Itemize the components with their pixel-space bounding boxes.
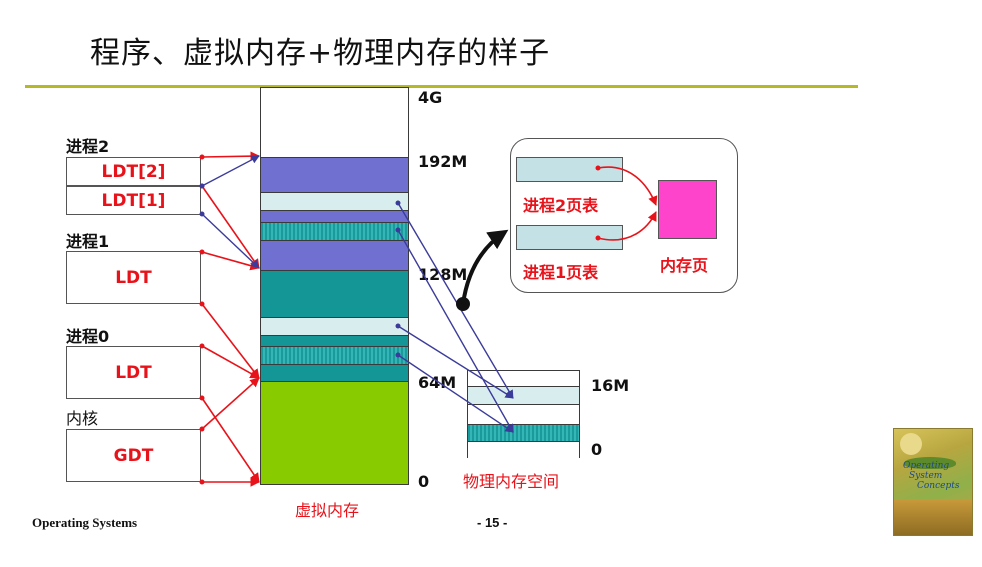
vm-addr-128m: 128M	[418, 265, 468, 284]
footer-course-name: Operating Systems	[32, 515, 138, 530]
vm-addr-0: 0	[418, 472, 430, 491]
kernel-gdt-box: GDT	[66, 429, 201, 482]
pm-bottom-area	[468, 441, 579, 458]
arrow-p1-ldt-top	[201, 251, 260, 271]
vm-addr-4g: 4G	[418, 88, 443, 107]
book-cover-ground	[894, 499, 972, 535]
vm-caption: 虚拟内存	[295, 501, 360, 520]
callout-pointer-arrow	[456, 229, 509, 311]
book-cover-sun	[900, 433, 922, 455]
red-segment-arrows	[199, 151, 260, 487]
vm-kernel-segment	[261, 381, 408, 484]
process1-page-table-box	[516, 225, 623, 250]
pm-addr-0: 0	[591, 440, 603, 459]
vm-process1-mapped-page-2	[261, 346, 408, 364]
vm-process2-segment-mid	[261, 210, 408, 222]
memory-page-label: 内存页	[660, 256, 709, 275]
book-cover-title: Operating System Concepts	[903, 461, 960, 491]
arrow-p1-ldt-bottom	[201, 303, 260, 379]
process2-label: 进程2	[66, 137, 110, 156]
process1-page-table-label: 进程1页表	[523, 263, 599, 282]
blue-ldt-arrows	[199, 155, 260, 269]
book-cover-dino	[904, 457, 956, 469]
vm-process1-segment-mid	[261, 335, 408, 346]
virtual-memory-column	[260, 87, 409, 485]
book-cover-image: Operating System Concepts	[893, 428, 973, 536]
slide-title: 程序、虚拟内存+物理内存的样子	[90, 36, 551, 71]
vm-process1-segment	[261, 270, 408, 317]
vm-process2-mapped-page-2	[261, 222, 408, 240]
vm-addr-192m: 192M	[418, 152, 468, 171]
vm-process2-segment-bottom	[261, 240, 408, 270]
arrow-ldt2-to-192m	[201, 151, 260, 161]
process1-ldt-box: LDT	[66, 251, 201, 304]
process0-label: 进程0	[66, 327, 110, 346]
vm-process2-segment-top	[261, 157, 408, 192]
vm-process2-mapped-page-1	[261, 192, 408, 210]
arrow-gdt-top	[201, 377, 260, 430]
process2-ldt2-box: LDT[2]	[66, 157, 201, 186]
process1-label: 进程1	[66, 232, 110, 251]
memory-page-box	[658, 180, 717, 239]
page-table-to-page-arrows	[595, 165, 658, 241]
arrow-p0-ldt-bottom	[201, 397, 260, 483]
vm-process1-mapped-page-1	[261, 317, 408, 335]
process0-ldt-box: LDT	[66, 346, 201, 399]
arrow-ldt1-to-128m	[201, 185, 260, 269]
pm-free-area	[468, 404, 579, 424]
pm-caption: 物理内存空间	[463, 472, 560, 491]
footer-page-number: - 15 -	[477, 515, 508, 530]
process2-page-table-label: 进程2页表	[523, 196, 599, 215]
arrow-p0-ldt-top	[201, 345, 260, 379]
page-mapping-arrows	[395, 200, 514, 433]
pm-page-1	[468, 386, 579, 404]
pm-page-2	[468, 424, 579, 441]
process2-ldt1-box: LDT[1]	[66, 186, 201, 215]
kernel-label: 内核	[66, 409, 99, 428]
pm-addr-16m: 16M	[591, 376, 630, 395]
vm-process1-segment-bottom	[261, 364, 408, 381]
title-rule	[25, 85, 858, 88]
